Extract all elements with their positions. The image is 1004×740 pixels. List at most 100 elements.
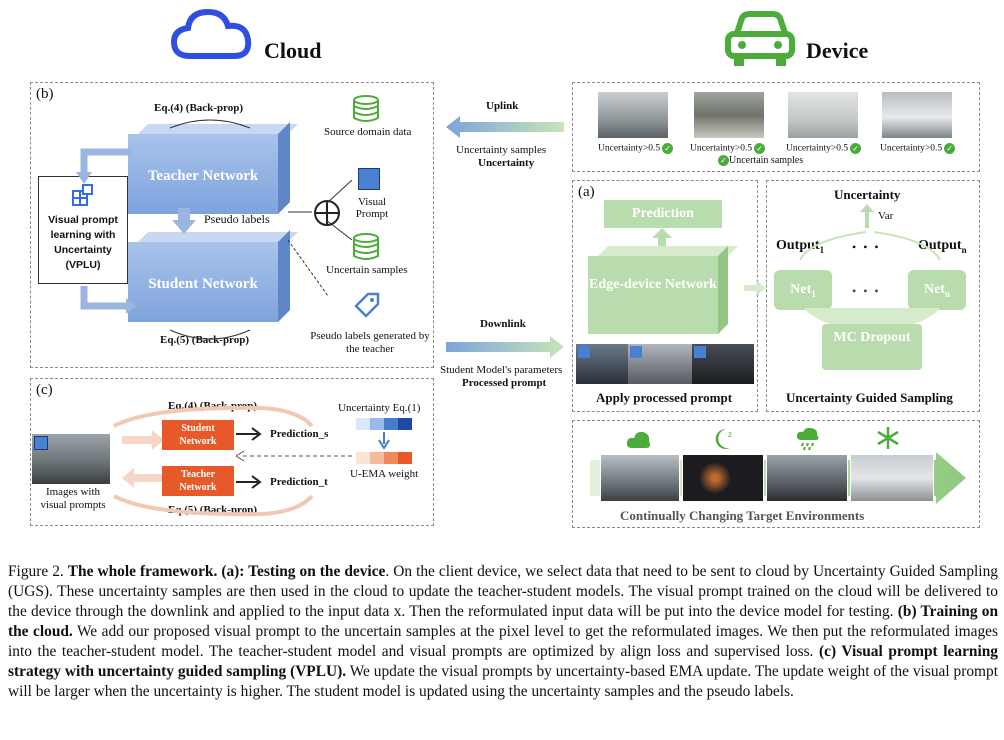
up-arrow-icon [652, 228, 672, 248]
vplu-label: Visual prompt learning with Uncertainty … [48, 214, 118, 271]
ugs-title: Uncertainty Guided Sampling [786, 390, 953, 405]
uplink-arrow [446, 116, 564, 138]
ema-dashed-line [236, 450, 352, 462]
caption-b-text: We add our proposed visual prompt to the… [8, 623, 998, 660]
caption-title: The whole framework. [67, 563, 218, 580]
downlink-arrow [446, 336, 564, 358]
check-icon: ✓ [944, 143, 956, 154]
visual-prompt-text: Visual Prompt [355, 196, 389, 220]
pseudo-labels-text: Pseudo labels [204, 212, 270, 226]
uncertain-strip [572, 82, 980, 172]
env-photo-1 [600, 454, 680, 502]
check-icon: ✓ [718, 155, 729, 167]
backprop-arcs [169, 119, 251, 340]
prediction-s: Prediction_s [270, 428, 329, 440]
student-network-label: Student Network [148, 276, 258, 292]
panel-c-label: (c) [36, 382, 53, 398]
uema-gradient [356, 452, 412, 464]
teacher-network-c: Teacher Network [162, 466, 234, 496]
teacher-network-label: Teacher Network [147, 168, 259, 184]
env-photo-4 [850, 454, 934, 502]
moon-icon: z [715, 428, 732, 449]
strip-label-4: Uncertainty>0.5✓ [880, 143, 956, 154]
env-title: Continually Changing Target Environments [620, 508, 865, 523]
uplink-sub1: Uncertainty samples [456, 144, 547, 156]
input-photo-1 [576, 344, 628, 384]
net-n-box: Netn [908, 270, 966, 310]
down-arrow-icon [172, 208, 196, 234]
env-photo-3 [766, 454, 848, 502]
panel-a [572, 180, 758, 412]
uplink-label: Uplink [486, 100, 519, 112]
vplu-arrows [76, 148, 136, 314]
check-icon: ✓ [850, 143, 862, 154]
figure-caption: Figure 2. The whole framework. (a): Test… [8, 562, 998, 702]
database-icon [353, 95, 379, 122]
tag-icon [354, 292, 380, 318]
database-icon [353, 233, 379, 260]
prompt-image [32, 434, 110, 484]
panel-c [30, 378, 434, 526]
edge-network-block: Edge-device Network [588, 246, 738, 336]
caption-a-text: . On the client device, we select data t… [8, 563, 998, 620]
teacher-network-block: Teacher Network [128, 122, 298, 216]
downlink-label: Downlink [480, 318, 526, 330]
apply-prompt-label: Apply processed prompt [596, 390, 733, 405]
flood-street-photo [694, 92, 764, 138]
cloud-icon [170, 8, 252, 59]
dots-top: • • • [852, 240, 881, 254]
prediction-t: Prediction_t [270, 476, 328, 488]
cloud-sun-icon [626, 431, 650, 448]
caption-a-head: (a): Testing on the device [221, 563, 386, 580]
strip-caption: ✓Uncertain samples [716, 155, 803, 167]
snowflake-icon [877, 427, 899, 449]
uplink-sub2: Uncertainty [478, 157, 535, 169]
right-arrow-icon [744, 280, 766, 296]
prompt-image-caption: Images with visual prompts [40, 486, 106, 511]
net-1-box: Net1 [774, 270, 832, 310]
student-network-block: Student Network [128, 230, 298, 324]
var-label: Var [878, 210, 894, 222]
uncertain-samples-text: Uncertain samples [326, 264, 408, 276]
ugs-connectors [799, 231, 941, 261]
caption-fig: Figure 2. [8, 563, 64, 580]
panel-b [30, 82, 434, 368]
env-panel [572, 420, 980, 528]
dots-mid: • • • [852, 284, 881, 298]
snow-street-photo [882, 92, 952, 138]
device-title: Device [806, 38, 869, 63]
check-icon: ✓ [662, 143, 674, 154]
uncertainty-gradient [356, 418, 412, 430]
input-photo-3 [692, 344, 754, 384]
ugs-panel [766, 180, 980, 412]
car-icon [725, 11, 795, 66]
student-network-c: Student Network [162, 420, 234, 450]
vplu-box: Visual prompt learning with Uncertainty … [38, 176, 128, 284]
downlink-sub1: Student Model's parameters [440, 364, 563, 376]
cloud-title: Cloud [264, 38, 322, 63]
visual-prompt-square [358, 168, 380, 190]
panel-b-label: (b) [36, 86, 54, 102]
uema-label: U-EMA weight [350, 468, 419, 480]
pred-arrows [236, 427, 262, 489]
downlink-sub2: Processed prompt [462, 377, 547, 389]
uncertainty-label: Uncertainty [834, 187, 901, 202]
env-photo-2 [682, 454, 764, 502]
caption-c-text: We update the visual prompts by uncertai… [8, 663, 998, 700]
panel-a-label: (a) [578, 184, 595, 200]
merge-lines [288, 180, 353, 297]
up-arrow-icon [860, 204, 874, 228]
source-domain-text: Source domain data [324, 126, 412, 138]
grid-icon [72, 184, 93, 206]
check-icon: ✓ [754, 143, 766, 154]
caption-c-head: (c) Visual prompt learning strategy with… [8, 643, 998, 680]
panel-c-arrows [113, 405, 314, 517]
rain-cloud-icon [796, 427, 819, 451]
prediction-box: Prediction [604, 200, 722, 228]
eq4-label-b: Eq.(4) (Back-prop) [154, 102, 244, 114]
mc-dropout-box: MC Dropout [822, 324, 922, 370]
input-photo-2 [628, 344, 692, 384]
strip-label-2: Uncertainty>0.5✓ [690, 143, 766, 154]
edge-network-label: Edge-device Network [589, 277, 717, 292]
foggy-road-photo [598, 92, 668, 138]
